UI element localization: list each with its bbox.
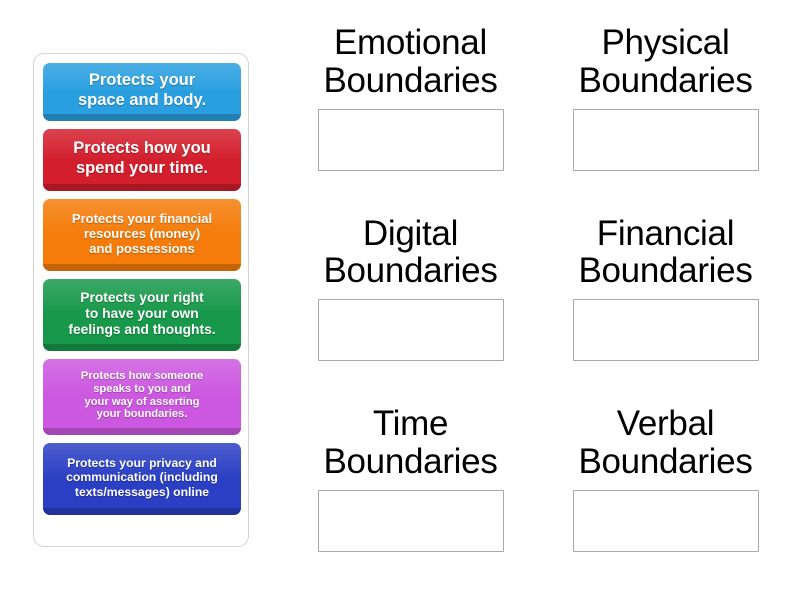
card-label: Protects how you spend your time. bbox=[73, 139, 211, 177]
card-label: Protects your financial resources (money… bbox=[71, 210, 213, 257]
card-label: Protects your privacy and communication … bbox=[66, 456, 218, 499]
card-label: Protects your right to have your own fee… bbox=[68, 289, 216, 337]
card-label: Protects your space and body. bbox=[77, 71, 207, 109]
category-title: Time Boundaries bbox=[323, 404, 498, 482]
drop-zone-financial-boundaries[interactable] bbox=[572, 299, 759, 362]
category-digital-boundaries: Digital Boundaries bbox=[288, 205, 533, 396]
drop-zone-verbal-boundaries[interactable] bbox=[572, 489, 759, 552]
drop-zone-emotional-boundaries[interactable] bbox=[317, 108, 504, 171]
category-title: Physical Boundaries bbox=[578, 23, 753, 100]
card-label: Protects how someone speaks to you and y… bbox=[80, 369, 204, 421]
category-title: Financial Boundaries bbox=[578, 213, 753, 291]
draggable-card-financial[interactable]: Protects your financial resources (money… bbox=[43, 199, 241, 271]
category-physical-boundaries: Physical Boundaries bbox=[543, 14, 788, 205]
draggable-card-digital[interactable]: Protects your privacy and communication … bbox=[43, 443, 241, 515]
category-financial-boundaries: Financial Boundaries bbox=[543, 205, 788, 396]
category-verbal-boundaries: Verbal Boundaries bbox=[543, 395, 788, 586]
category-time-boundaries: Time Boundaries bbox=[288, 395, 533, 586]
draggable-card-time[interactable]: Protects how you spend your time. bbox=[43, 129, 241, 191]
draggable-cards-panel: Protects your space and body. Protects h… bbox=[33, 53, 249, 547]
drop-zone-digital-boundaries[interactable] bbox=[317, 299, 504, 362]
categories-grid: Emotional Boundaries Physical Boundaries… bbox=[288, 14, 788, 586]
category-title: Emotional Boundaries bbox=[323, 23, 498, 100]
category-title: Digital Boundaries bbox=[323, 213, 498, 291]
drop-zone-time-boundaries[interactable] bbox=[317, 489, 504, 552]
draggable-card-verbal[interactable]: Protects how someone speaks to you and y… bbox=[43, 359, 241, 435]
draggable-card-physical[interactable]: Protects your space and body. bbox=[43, 63, 241, 121]
category-title: Verbal Boundaries bbox=[578, 404, 753, 482]
draggable-card-emotional[interactable]: Protects your right to have your own fee… bbox=[43, 279, 241, 351]
category-emotional-boundaries: Emotional Boundaries bbox=[288, 14, 533, 205]
drop-zone-physical-boundaries[interactable] bbox=[572, 108, 759, 171]
